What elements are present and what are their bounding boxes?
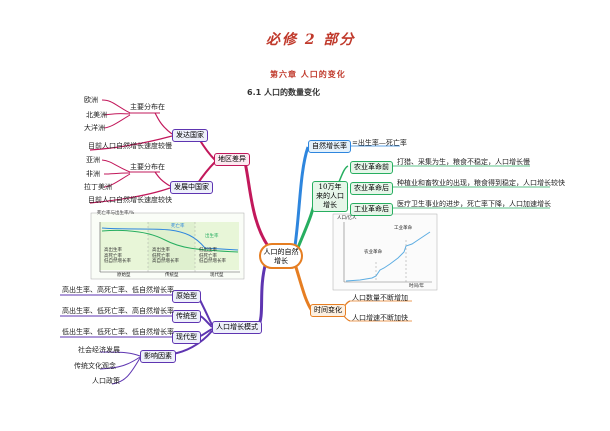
place-europe: 欧洲 xyxy=(84,96,98,104)
natural-rate-node: 自然增长率 xyxy=(308,140,351,153)
pattern-modern-desc: 低出生率、低死亡率、低自然增长率 xyxy=(62,328,174,336)
developing-growth: 目前人口自然增长速度较快 xyxy=(88,196,172,204)
growth-pattern-node: 人口增长模式 xyxy=(212,321,262,334)
factor-economy: 社会经济发展 xyxy=(78,346,120,354)
mini-stage-2: 传统型 xyxy=(165,273,179,278)
stage-post-agri-desc: 种植业和畜牧业的出现，粮食得到稳定，人口增长较快 xyxy=(397,179,565,187)
mini-chart-title: 死亡率与出生率/% xyxy=(97,211,135,216)
natural-rate-formula: =出生率—死亡率 xyxy=(352,139,407,147)
mini-legend-2: 高出生率 低死亡率 高自然增长率 xyxy=(152,248,179,264)
developed-growth: 目前人口自然增长速度较慢 xyxy=(88,142,172,150)
chart-annot-industrial: 工业革命 xyxy=(394,226,412,231)
mini-stage-3: 现代型 xyxy=(210,273,224,278)
developed-distribution: 主要分布在 xyxy=(130,103,165,111)
stage-post-agri: 农业革命后 xyxy=(350,182,393,195)
mini-legend-1: 高出生率 高死亡率 低自然增长率 xyxy=(104,248,131,264)
time-change-node: 时间变化 xyxy=(310,304,346,317)
place-asia: 亚洲 xyxy=(86,156,100,164)
history-node: 10万年来的人口增长 xyxy=(312,181,348,212)
developed-node: 发达国家 xyxy=(172,129,208,142)
stage-post-industrial: 工业革命后 xyxy=(350,203,393,216)
factors-node: 影响因素 xyxy=(140,350,176,363)
pattern-traditional: 传统型 xyxy=(172,310,201,323)
chapter-title: 第六章 人口的变化 xyxy=(270,69,346,79)
population-growth-chart xyxy=(332,213,438,291)
pattern-modern: 现代型 xyxy=(172,331,201,344)
pattern-primitive: 原始型 xyxy=(172,290,201,303)
place-north-america: 北美洲 xyxy=(86,111,107,119)
chart-xlabel: 时间/年 xyxy=(409,284,425,289)
factor-policy: 人口政策 xyxy=(92,377,120,385)
developing-node: 发展中国家 xyxy=(170,181,213,194)
pattern-primitive-desc: 高出生率、高死亡率、低自然增长率 xyxy=(62,286,174,294)
stage-pre-agri-desc: 打猎、采集为生，粮食不稳定，人口增长慢 xyxy=(397,158,530,166)
pattern-traditional-desc: 高出生率、低死亡率、高自然增长率 xyxy=(62,307,174,315)
factor-culture: 传统文化观念 xyxy=(74,362,116,370)
section-title: 6.1 人口的数量变化 xyxy=(247,88,320,97)
chart-ylabel: 人口/亿人 xyxy=(337,216,357,221)
place-oceania: 大洋洲 xyxy=(84,124,105,132)
mini-stage-1: 原始型 xyxy=(117,273,131,278)
place-africa: 非洲 xyxy=(86,170,100,178)
mini-series-birth: 出生率 xyxy=(205,234,219,239)
page-title: 必修 2 部分 xyxy=(266,32,356,48)
time-item-1: 人口数量不断增加 xyxy=(352,294,408,302)
mini-series-death: 死亡率 xyxy=(171,224,185,229)
time-item-2: 人口增速不断加快 xyxy=(352,314,408,322)
regional-diff-node: 地区差异 xyxy=(214,153,250,166)
stage-pre-agri: 农业革命前 xyxy=(350,161,393,174)
demographic-transition-chart xyxy=(90,212,245,280)
developing-distribution: 主要分布在 xyxy=(130,163,165,171)
stage-post-industrial-desc: 医疗卫生事业的进步，死亡率下降，人口加速增长 xyxy=(397,200,551,208)
chart-annot-agri: 农业革命 xyxy=(364,250,382,255)
place-latin-america: 拉丁美洲 xyxy=(84,183,112,191)
center-node: 人口的自然增长 xyxy=(259,243,303,269)
mini-legend-3: 低出生率 低死亡率 低自然增长率 xyxy=(199,248,226,264)
